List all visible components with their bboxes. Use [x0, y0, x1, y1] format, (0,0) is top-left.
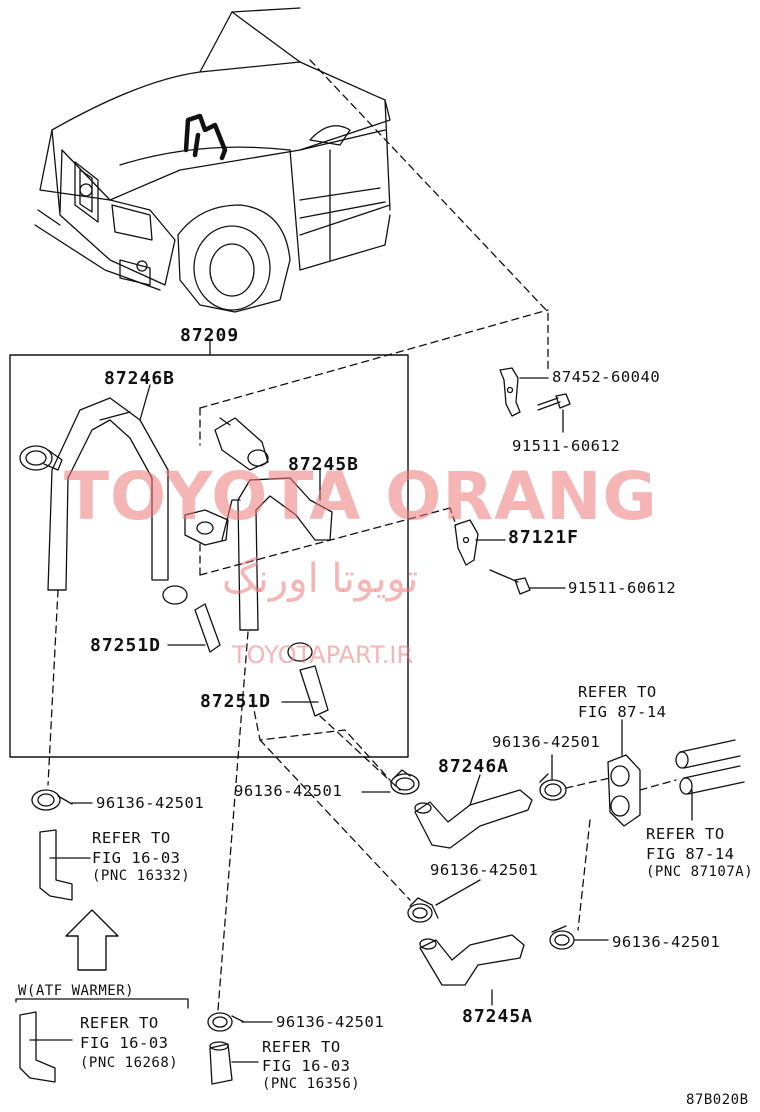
refer-line: REFER TO: [578, 683, 657, 701]
refer-line: REFER TO: [646, 825, 725, 843]
label-87245B[interactable]: 87245B: [288, 454, 360, 475]
pipes-icon: [675, 739, 745, 795]
refer-fig-16-03-link[interactable]: FIG 16-03: [262, 1057, 351, 1075]
clamp-icon: [539, 773, 567, 801]
label-96136-42501[interactable]: 96136-42501: [96, 794, 205, 812]
watermark-url: TOYOTAPART.IR: [232, 641, 414, 669]
figure-code: 87B020B: [686, 1092, 749, 1108]
clamp-icon: [207, 1012, 245, 1032]
refer-pnc: (PNC 16332): [92, 868, 191, 884]
refer-line: REFER TO: [262, 1038, 341, 1056]
clamp-icon: [407, 897, 439, 923]
label-91511-60612[interactable]: 91511-60612: [568, 579, 677, 597]
label-87246B[interactable]: 87246B: [104, 368, 176, 389]
clamp-icon: [549, 925, 575, 950]
connector-icon: [214, 417, 269, 471]
watermark-farsi: تویوتا اورنگ: [222, 556, 419, 602]
watermark-text: TOYOTA ORANG: [64, 458, 658, 535]
atf-warmer-title: W(ATF WARMER): [18, 983, 135, 999]
refer-line: REFER TO: [80, 1014, 159, 1032]
label-87121F[interactable]: 87121F: [508, 527, 580, 548]
label-87246A[interactable]: 87246A: [438, 756, 510, 777]
clamp-icon: [390, 769, 420, 795]
refer-fig-16-03-link[interactable]: FIG 16-03: [80, 1034, 169, 1052]
label-96136-42501[interactable]: 96136-42501: [430, 861, 539, 879]
label-87245A[interactable]: 87245A: [462, 1006, 534, 1027]
label-96136-42501[interactable]: 96136-42501: [234, 782, 343, 800]
bracket-87121F-icon: [454, 519, 479, 566]
bracket-87452-icon: [499, 367, 521, 417]
hose-87246A: [414, 789, 533, 849]
refer-pnc: (PNC 16356): [262, 1076, 361, 1092]
refer-pnc: (PNC 16268): [80, 1055, 179, 1071]
arrow-up-icon: [65, 909, 119, 971]
label-91511-60612[interactable]: 91511-60612: [512, 437, 621, 455]
refer-fig-16-03-link[interactable]: FIG 16-03: [92, 849, 181, 867]
refer-line: REFER TO: [92, 829, 171, 847]
refer-fig-87-14-link[interactable]: FIG 87-14: [578, 703, 667, 721]
bolt-icon: [537, 393, 571, 411]
grommet-icon: [607, 754, 641, 827]
hose-87245A: [419, 934, 525, 986]
label-96136-42501[interactable]: 96136-42501: [492, 733, 601, 751]
bracket-icon: [184, 509, 229, 546]
assembly-box: [9, 354, 409, 758]
label-87452-60040[interactable]: 87452-60040: [552, 368, 661, 386]
refer-fig-87-14-link[interactable]: FIG 87-14: [646, 845, 735, 863]
label-96136-42501[interactable]: 96136-42501: [612, 933, 721, 951]
refer-pnc: (PNC 87107A): [646, 864, 754, 880]
clamp-icon: [31, 789, 73, 811]
hose-87245B: [221, 477, 333, 631]
label-96136-42501[interactable]: 96136-42501: [276, 1013, 385, 1031]
vehicle-illustration: [34, 7, 391, 313]
label-87251D[interactable]: 87251D: [90, 635, 162, 656]
hose-87246B: [47, 397, 169, 591]
label-87209[interactable]: 87209: [180, 325, 240, 346]
label-87251D[interactable]: 87251D: [200, 691, 272, 712]
clamp-icon: [19, 445, 63, 471]
